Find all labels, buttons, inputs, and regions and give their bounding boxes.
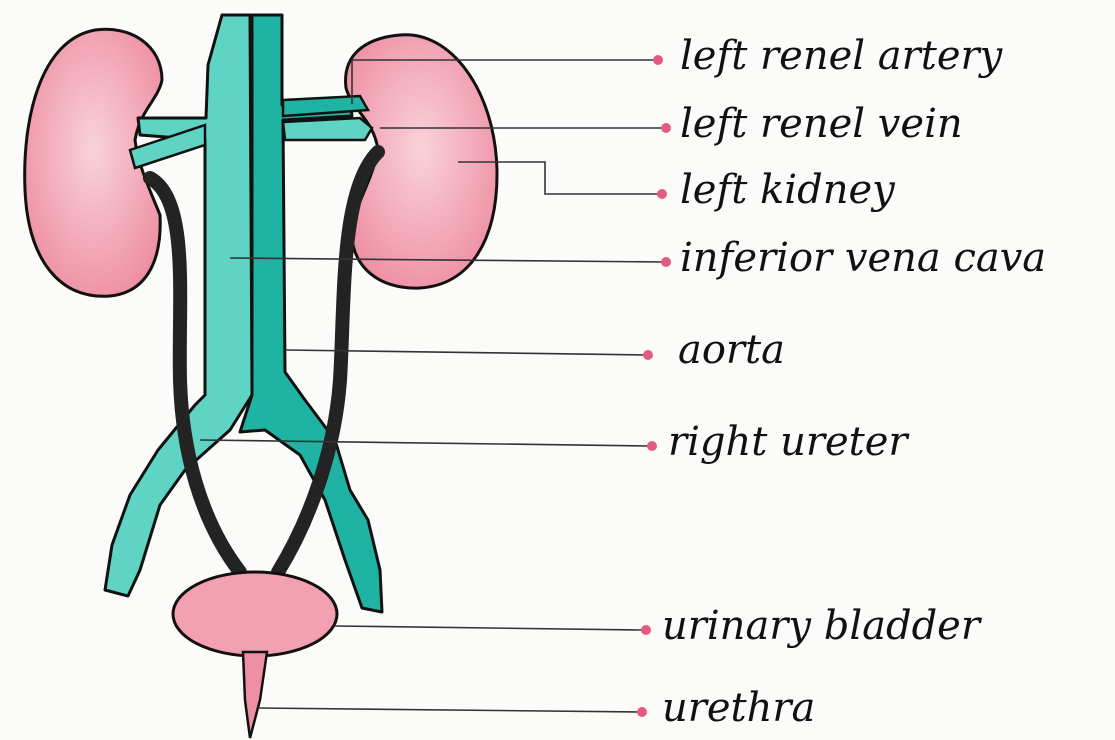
label-inferior-vena-cava: inferior vena cava: [680, 238, 1046, 278]
pointer-urethra: [258, 708, 640, 712]
dot-urethra: [637, 707, 647, 717]
label-left-renal-vein: left renel vein: [680, 104, 963, 144]
label-right-ureter: right ureter: [668, 422, 908, 462]
label-left-renal-artery: left renel artery: [680, 36, 1002, 76]
label-left-kidney: left kidney: [680, 170, 895, 210]
pointer-right-ureter: [200, 440, 650, 446]
label-aorta: aorta: [678, 330, 785, 370]
dot-left-renal-vein: [661, 123, 671, 133]
pointer-urinary-bladder: [335, 626, 644, 630]
dot-left-kidney: [657, 189, 667, 199]
left-renal-artery: [283, 96, 368, 116]
dot-right-ureter: [647, 441, 657, 451]
label-urethra: urethra: [662, 688, 815, 728]
urethra: [243, 652, 267, 738]
label-urinary-bladder: urinary bladder: [662, 606, 980, 646]
left-renal-vein: [283, 118, 372, 140]
dot-inferior-vena-cava: [661, 257, 671, 267]
dot-left-renal-artery: [653, 55, 663, 65]
dot-urinary-bladder: [641, 625, 651, 635]
dot-aorta: [643, 350, 653, 360]
urinary-bladder: [173, 572, 337, 656]
